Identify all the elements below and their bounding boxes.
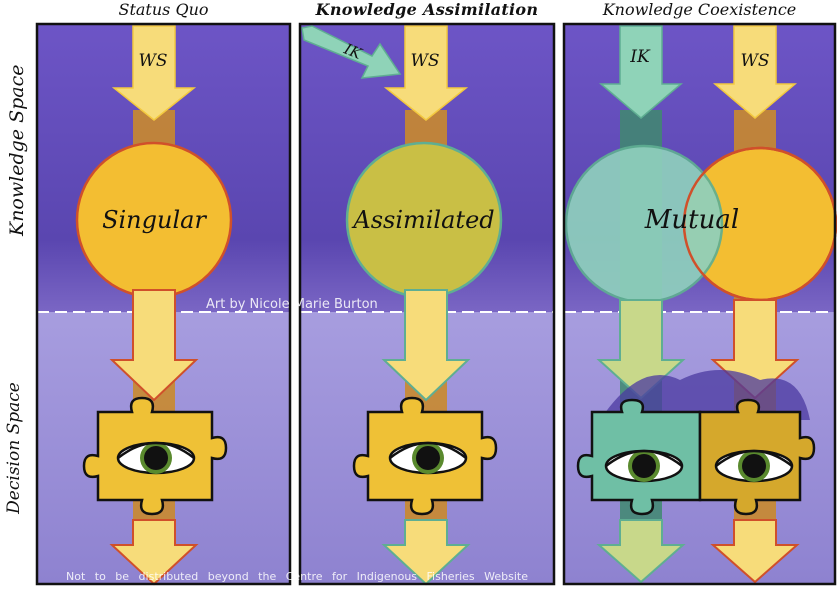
distribution-notice-watermark: Not to be distributed beyond the Centre … (66, 570, 528, 583)
circle-label-singular: Singular (102, 206, 207, 234)
ws-arrow-label-coexistence: WS (740, 51, 769, 71)
ws-arrow-label-assimilation: WS (410, 51, 439, 71)
art-credit-watermark: Art by Nicole Marie Burton (206, 297, 378, 312)
side-label-knowledge-space: Knowledge Space (6, 64, 28, 236)
side-label-decision-space: Decision Space (4, 382, 24, 514)
circle-label-assimilated: Assimilated (351, 206, 494, 234)
panel-title-knowledge-assimilation: Knowledge Assimilation (315, 0, 539, 19)
panel-status-quo (35, 22, 292, 586)
panel-knowledge-assimilation (298, 22, 556, 586)
panel-title-knowledge-coexistence: Knowledge Coexistence (602, 0, 797, 19)
ik-arrow-label-assimilation: IK (341, 39, 365, 63)
panel-title-status-quo: Status Quo (118, 0, 209, 19)
ik-arrow-label-coexistence: IK (629, 47, 651, 67)
ws-arrow-label-status-quo: WS (138, 51, 167, 71)
panel-knowledge-coexistence (562, 22, 837, 586)
circle-label-mutual: Mutual (644, 205, 739, 235)
